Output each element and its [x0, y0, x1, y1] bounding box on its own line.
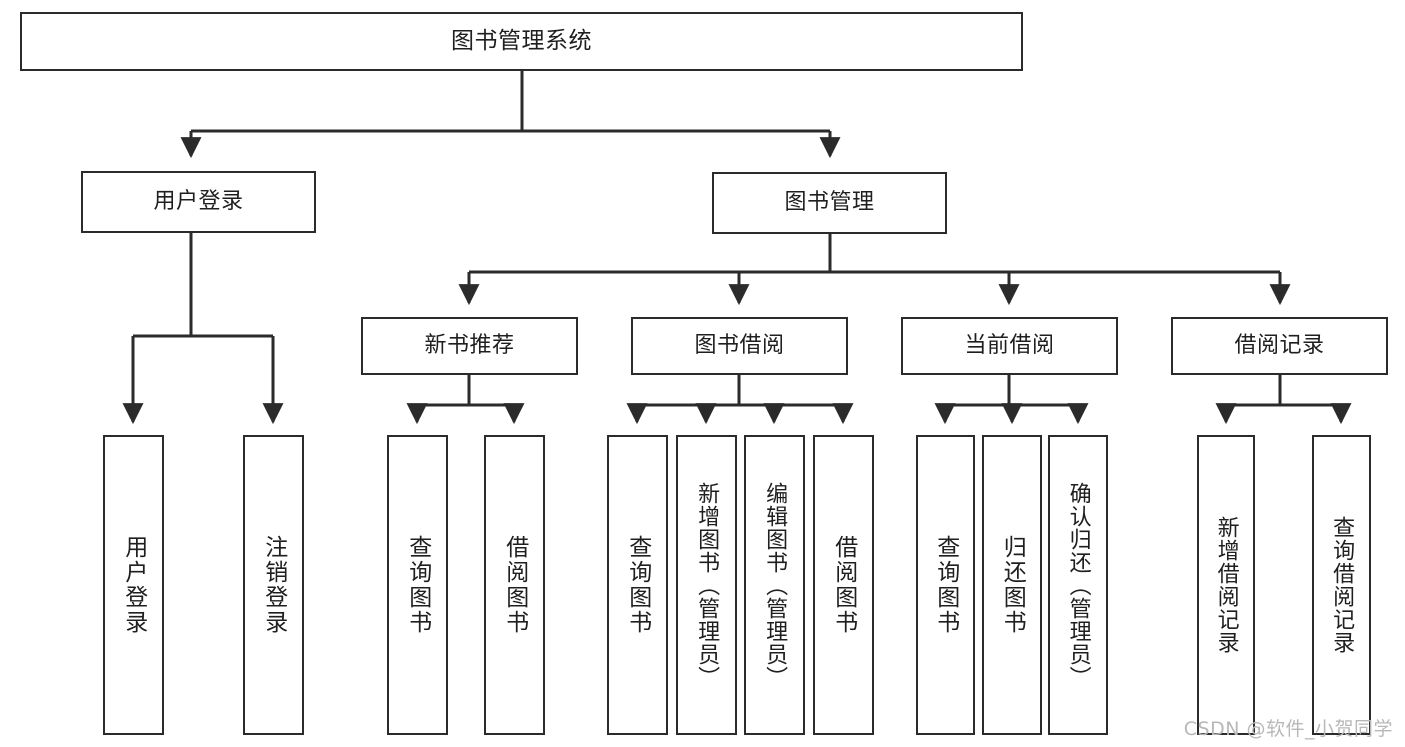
leaf-add-record[interactable]: 新增借阅记录	[1197, 435, 1255, 735]
leaf-borrow-book-2-label: 借阅图书	[830, 535, 857, 635]
leaf-query-book-3[interactable]: 查询图书	[916, 435, 975, 735]
node-current-borrow[interactable]: 当前借阅	[901, 317, 1118, 375]
leaf-query-record[interactable]: 查询借阅记录	[1312, 435, 1371, 735]
leaf-user-logout-label: 注销登录	[260, 535, 287, 635]
node-book-borrow[interactable]: 图书借阅	[631, 317, 848, 375]
leaf-query-book-2[interactable]: 查询图书	[607, 435, 668, 735]
leaf-query-book-1[interactable]: 查询图书	[387, 435, 448, 735]
node-new-book-recommend-label: 新书推荐	[424, 333, 515, 359]
leaf-query-book-3-label: 查询图书	[932, 535, 959, 635]
leaf-confirm-return-label: 确认归还（管理员）	[1065, 481, 1091, 689]
leaf-query-record-label: 查询借阅记录	[1329, 516, 1355, 654]
node-book-management-label: 图书管理	[784, 190, 875, 216]
node-book-borrow-label: 图书借阅	[694, 333, 785, 359]
node-book-management[interactable]: 图书管理	[712, 172, 947, 234]
leaf-borrow-book-1-label: 借阅图书	[501, 535, 528, 635]
node-borrow-record[interactable]: 借阅记录	[1171, 317, 1388, 375]
leaf-return-book[interactable]: 归还图书	[982, 435, 1042, 735]
leaf-user-login[interactable]: 用户登录	[103, 435, 164, 735]
node-current-borrow-label: 当前借阅	[964, 333, 1055, 359]
node-borrow-record-label: 借阅记录	[1234, 333, 1325, 359]
node-new-book-recommend[interactable]: 新书推荐	[361, 317, 578, 375]
leaf-user-login-label: 用户登录	[120, 535, 147, 635]
node-user-login[interactable]: 用户登录	[81, 171, 316, 233]
leaf-query-book-2-label: 查询图书	[624, 535, 651, 635]
leaf-confirm-return[interactable]: 确认归还（管理员）	[1048, 435, 1108, 735]
leaf-add-book[interactable]: 新增图书（管理员）	[676, 435, 737, 735]
leaf-user-logout[interactable]: 注销登录	[243, 435, 304, 735]
leaf-return-book-label: 归还图书	[999, 535, 1026, 635]
leaf-add-book-label: 新增图书（管理员）	[694, 481, 720, 689]
leaf-query-book-1-label: 查询图书	[404, 535, 431, 635]
leaf-borrow-book-1[interactable]: 借阅图书	[484, 435, 545, 735]
leaf-edit-book[interactable]: 编辑图书（管理员）	[744, 435, 805, 735]
leaf-borrow-book-2[interactable]: 借阅图书	[813, 435, 874, 735]
node-root-label: 图书管理系统	[451, 27, 592, 54]
leaf-edit-book-label: 编辑图书（管理员）	[762, 481, 788, 689]
leaf-add-record-label: 新增借阅记录	[1213, 516, 1239, 654]
node-user-login-label: 用户登录	[153, 189, 244, 215]
node-root[interactable]: 图书管理系统	[20, 12, 1023, 71]
